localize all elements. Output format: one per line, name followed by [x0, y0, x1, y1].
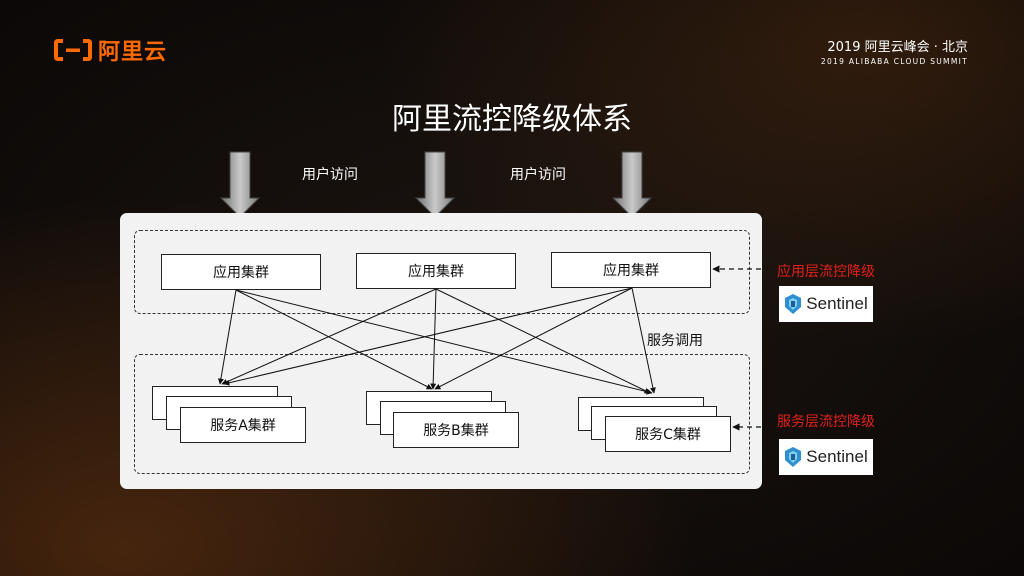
service-a-cluster-box: 服务A集群 [180, 407, 306, 443]
service-b-cluster-box: 服务B集群 [393, 412, 519, 448]
app-cluster-box: 应用集群 [551, 252, 711, 288]
sentinel-logo: Sentinel [779, 439, 873, 475]
sentinel-icon [785, 294, 802, 314]
user-access-label: 用户访问 [302, 167, 358, 183]
call-arrow [435, 288, 651, 394]
summit-subtitle: 2019 ALIBABA CLOUD SUMMIT [820, 57, 968, 66]
summit-badge: 2019 阿里云峰会 · 北京 2019 ALIBABA CLOUD SUMMI… [821, 36, 968, 66]
down-arrow-icon [414, 151, 456, 218]
down-arrow-icon [219, 151, 261, 218]
service-layer-group [134, 354, 750, 474]
user-access-label: 用户访问 [510, 167, 566, 183]
sentinel-label: Sentinel [806, 294, 868, 313]
service-c-cluster-box: 服务C集群 [605, 416, 731, 452]
call-arrow [235, 289, 653, 395]
call-arrow [430, 288, 437, 390]
alibaba-cloud-logo: 阿里云 [54, 34, 167, 66]
call-arrow [235, 289, 433, 390]
call-arrow [221, 288, 437, 385]
page-title: 阿里流控降级体系 [392, 102, 632, 137]
app-cluster-box: 应用集群 [356, 253, 516, 289]
call-arrow [434, 287, 633, 390]
app-cluster-box: 应用集群 [161, 254, 321, 290]
logo-text: 阿里云 [98, 40, 168, 65]
summit-title: 2019 阿里云峰会 · 北京 [827, 40, 968, 55]
call-arrow [217, 289, 237, 385]
down-arrow-icon [611, 151, 653, 218]
service-call-label: 服务调用 [647, 333, 703, 349]
app-layer-group [134, 230, 750, 314]
call-arrow [223, 287, 633, 386]
sentinel-icon [785, 447, 802, 467]
service-layer-label: 服务层流控降级 [777, 414, 875, 430]
call-arrow [631, 287, 656, 394]
app-layer-label: 应用层流控降级 [777, 264, 875, 280]
alibaba-cloud-logo-icon [54, 39, 92, 61]
sentinel-label: Sentinel [806, 447, 868, 466]
sentinel-logo: Sentinel [779, 286, 873, 322]
